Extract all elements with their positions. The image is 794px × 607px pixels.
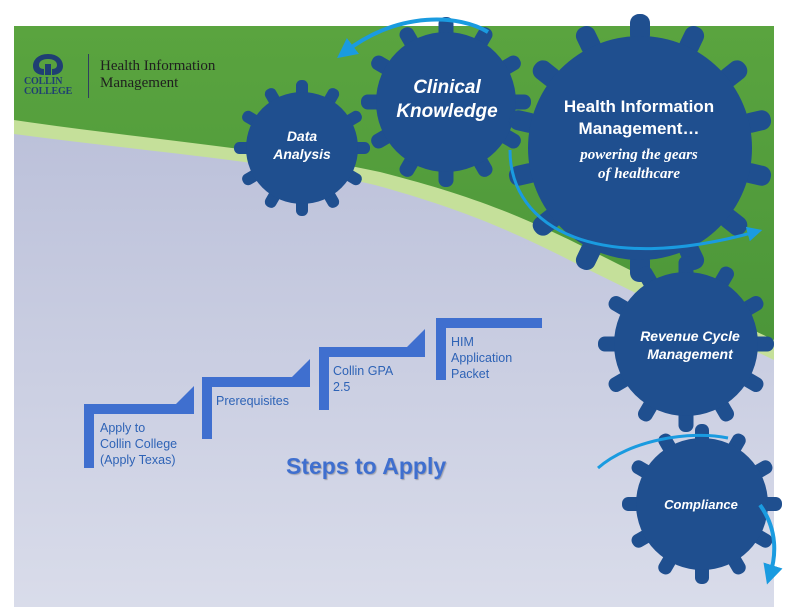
cycle-arrow-top-icon [337, 17, 490, 59]
step-1-line-2: Collin College [100, 437, 178, 451]
step-2-label: Prerequisites [216, 393, 289, 409]
gear-clinical-line-2: Knowledge [396, 101, 498, 122]
logo-wordmark: COLLIN COLLEGE [24, 77, 72, 97]
gear-label-data-analysis: Data Analysis [232, 127, 372, 163]
cycle-arrow-bottom-icon [758, 503, 783, 585]
step-1-corner [176, 386, 194, 404]
program-name: Health Information Management [100, 58, 215, 92]
step-4-label: HIM Application Packet [451, 334, 512, 382]
cycle-arrow-right-icon [508, 149, 763, 251]
collin-logo-icon [33, 54, 63, 75]
step-4-line-3: Packet [451, 367, 490, 381]
step-4-bar [436, 318, 542, 328]
step-1-bar [84, 404, 194, 414]
step-2-post [202, 377, 212, 439]
logo-line-2: COLLEGE [24, 86, 73, 97]
step-3-bar [319, 347, 425, 357]
step-3-post [319, 347, 329, 410]
step-4-line-2: Application [451, 351, 513, 365]
gear-label-revenue-cycle: Revenue Cycle Management [600, 327, 780, 363]
step-1-line-3: (Apply Texas) [100, 453, 176, 467]
gear-compliance-icon [622, 424, 782, 584]
gear-label-compliance: Compliance [626, 497, 776, 513]
gear-him-line-2: Management… [578, 119, 700, 138]
staircase-steps [84, 318, 542, 468]
step-1-label: Apply to Collin College (Apply Texas) [100, 420, 177, 468]
step-1-line-1: Apply to [100, 421, 146, 435]
gear-revenue-cycle-icon [598, 256, 774, 432]
gear-clinical-line-1: Clinical [413, 77, 481, 98]
cycle-arrow-lower-icon [597, 433, 729, 470]
logo-divider [88, 54, 89, 98]
collin-college-logo: COLLIN COLLEGE Health Information Manage… [24, 52, 254, 102]
step-3-line-1: Collin GPA [333, 364, 394, 378]
gear-compliance-line-1: Compliance [664, 497, 738, 512]
gear-him-tagline-line-2: of healthcare [597, 166, 681, 182]
step-4-post [436, 318, 446, 380]
gear-label-him: Health Information Management… powering … [530, 96, 748, 184]
step-3-line-2: 2.5 [333, 380, 351, 394]
step-4-line-1: HIM [451, 335, 474, 349]
gear-him-tagline: powering the gears of healthcare [530, 146, 748, 184]
step-2-bar [202, 377, 310, 387]
gear-cluster [234, 14, 782, 584]
logo-line-1: COLLIN [24, 76, 63, 87]
gear-him-tagline-line-1: powering the gears [580, 147, 698, 163]
step-3-label: Collin GPA 2.5 [333, 363, 393, 395]
gear-data-analysis-icon [234, 80, 370, 216]
program-name-line-1: Health Information [100, 58, 216, 74]
step-3-corner [407, 329, 425, 347]
step-1-post [84, 404, 94, 468]
gear-revenue-line-1: Revenue Cycle [640, 328, 740, 344]
gear-clinical-knowledge-icon [361, 17, 531, 187]
steps-to-apply-title: Steps to Apply [286, 453, 447, 479]
step-2-line-1: Prerequisites [216, 394, 289, 408]
gear-revenue-line-2: Management [647, 346, 733, 362]
gear-data-line-1: Data [286, 128, 318, 144]
gear-label-clinical-knowledge: Clinical Knowledge [367, 76, 527, 124]
lavender-area [14, 134, 774, 607]
gear-him-line-1: Health Information [563, 97, 715, 116]
gear-data-line-2: Analysis [273, 146, 331, 162]
step-2-corner [292, 359, 310, 377]
program-name-line-2: Management [100, 75, 179, 91]
